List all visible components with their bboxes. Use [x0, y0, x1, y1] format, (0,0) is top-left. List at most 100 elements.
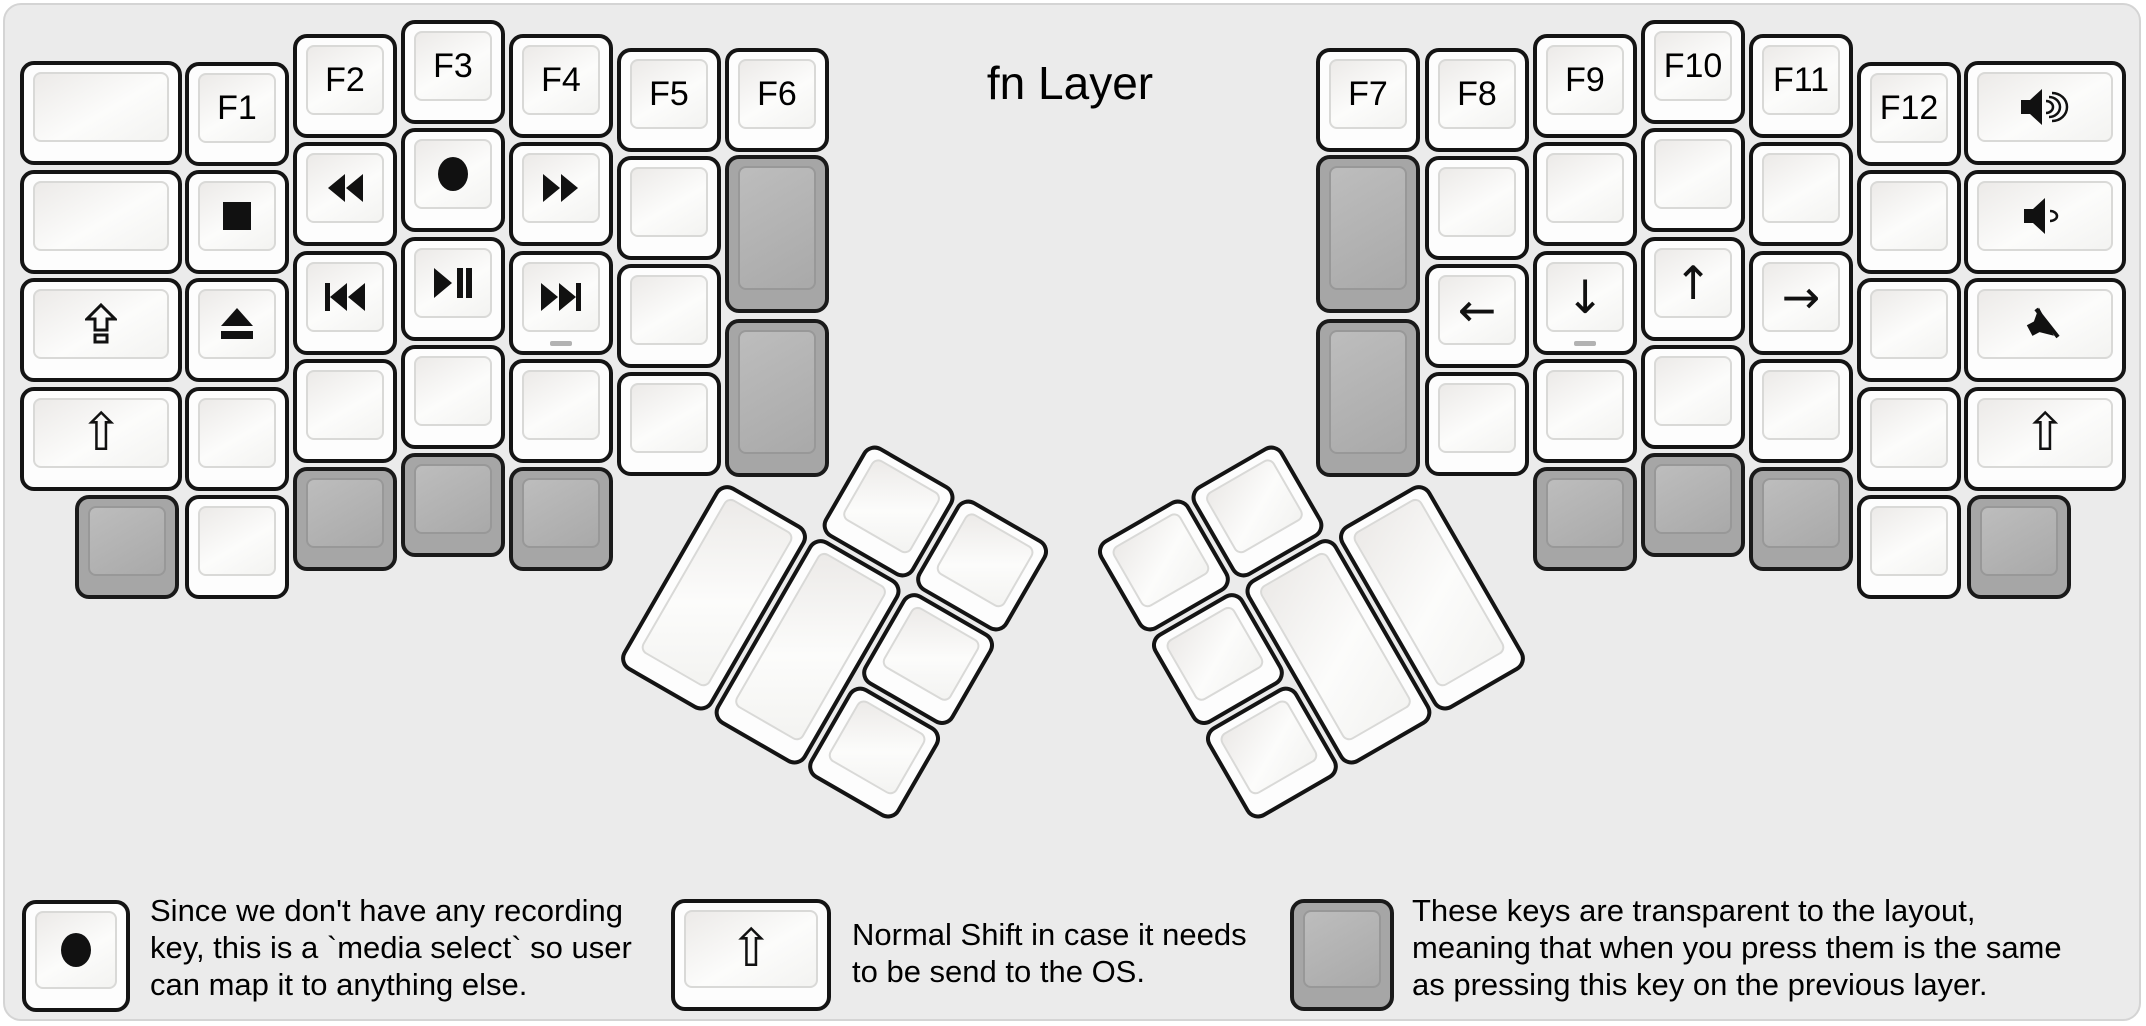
key-blank	[1533, 359, 1637, 463]
key-f9: F9	[1533, 34, 1637, 138]
keycap-surface	[414, 139, 492, 209]
key-label: F4	[541, 60, 581, 99]
key-label: F12	[1879, 88, 1939, 127]
key-f12: F12	[1857, 62, 1961, 166]
keycap-surface	[198, 398, 276, 468]
keycap-surface: ←	[1438, 275, 1516, 345]
key-blank	[20, 170, 182, 274]
keycap-surface	[1870, 398, 1948, 468]
keycap-surface	[414, 356, 492, 426]
keycap-surface: F8	[1438, 59, 1516, 129]
legend-text: These keys are transparent to the layout…	[1412, 892, 2062, 1003]
keycap-surface: ⇧	[33, 398, 169, 468]
keycap-surface: ↑	[1654, 248, 1732, 318]
keycap-surface	[522, 478, 600, 548]
legend-line: can map it to anything else.	[150, 967, 528, 1002]
key-label: F8	[1457, 74, 1497, 113]
key-fast-forward	[509, 142, 613, 246]
fast-forward-icon	[543, 174, 579, 202]
key-blank	[401, 345, 505, 449]
key-blank	[617, 264, 721, 368]
keycap-surface: F11	[1762, 45, 1840, 115]
key-shift-right: ⇧	[1964, 387, 2126, 491]
key-blank	[1749, 359, 1853, 463]
record-icon	[58, 932, 94, 968]
key-eject	[185, 278, 289, 382]
keycap-surface	[1546, 370, 1624, 440]
keycap-surface	[306, 153, 384, 223]
legend-line: Since we don't have any recording	[150, 893, 623, 928]
key-play-pause	[401, 237, 505, 341]
keycap-surface: F6	[738, 59, 816, 129]
keycap-surface	[33, 289, 169, 359]
keycap-surface: →	[1762, 262, 1840, 332]
volume-down-icon	[2024, 197, 2066, 235]
keycap-surface: ⇧	[1977, 398, 2113, 468]
keycap-surface	[35, 911, 117, 989]
key-blank	[617, 156, 721, 260]
keycap-surface	[522, 153, 600, 223]
key-blank	[1749, 142, 1853, 246]
arrow-left-icon: ←	[1457, 283, 1497, 337]
legend-transparent-key	[1290, 899, 1394, 1011]
layer-title: fn Layer	[986, 57, 1154, 109]
key-volume-down	[1964, 170, 2126, 274]
key-transparent	[293, 467, 397, 571]
key-label: F9	[1565, 60, 1605, 99]
key-blank	[1425, 156, 1529, 260]
keycap-surface	[1329, 330, 1407, 454]
key-blank	[185, 495, 289, 599]
arrow-up-icon: ↑	[1673, 256, 1713, 310]
shift-icon: ⇧	[729, 919, 773, 979]
key-transparent	[1967, 495, 2071, 599]
homing-bar	[1574, 341, 1596, 346]
keycap-surface	[198, 289, 276, 359]
key-blank	[1641, 128, 1745, 232]
arrow-right-icon: →	[1781, 270, 1821, 324]
key-blank	[617, 372, 721, 476]
key-transparent	[1749, 467, 1853, 571]
keycap-surface	[522, 262, 600, 332]
keycap-surface	[306, 370, 384, 440]
key-transparent	[75, 495, 179, 599]
key-record	[401, 128, 505, 232]
keycap-surface: F4	[522, 45, 600, 115]
keycap-surface	[414, 248, 492, 318]
key-transparent	[1316, 155, 1420, 313]
keycap-surface: F10	[1654, 31, 1732, 101]
key-transparent	[1641, 453, 1745, 557]
record-icon	[435, 156, 471, 192]
key-next-track	[509, 251, 613, 355]
keycap-surface	[1438, 167, 1516, 237]
key-f7: F7	[1316, 48, 1420, 152]
key-transparent	[1316, 319, 1420, 477]
caps-lock-icon	[85, 303, 117, 345]
legend-line: as pressing this key on the previous lay…	[1412, 967, 1988, 1002]
key-label: F11	[1772, 60, 1830, 99]
keycap-surface	[88, 506, 166, 576]
key-blank	[293, 359, 397, 463]
keycap-surface	[306, 478, 384, 548]
key-f1: F1	[185, 62, 289, 166]
keycap-surface: ↓	[1546, 262, 1624, 332]
legend-line: to be send to the OS.	[852, 954, 1145, 989]
key-blank	[185, 387, 289, 491]
legend-line: Normal Shift in case it needs	[852, 917, 1247, 952]
keycap-surface: F7	[1329, 59, 1407, 129]
keycap-surface	[1980, 506, 2058, 576]
keycap-surface	[414, 464, 492, 534]
key-blank	[1641, 345, 1745, 449]
key-f2: F2	[293, 34, 397, 138]
key-blank	[1857, 495, 1961, 599]
keycap-surface	[1762, 478, 1840, 548]
keycap-surface	[630, 383, 708, 453]
play-pause-icon	[434, 268, 472, 298]
keycap-surface	[33, 181, 169, 251]
keycap-surface: F2	[306, 45, 384, 115]
keycap-surface: F9	[1546, 45, 1624, 115]
keycap-surface	[33, 72, 169, 142]
shift-icon: ⇧	[2023, 403, 2067, 463]
keycap-surface	[1870, 506, 1948, 576]
